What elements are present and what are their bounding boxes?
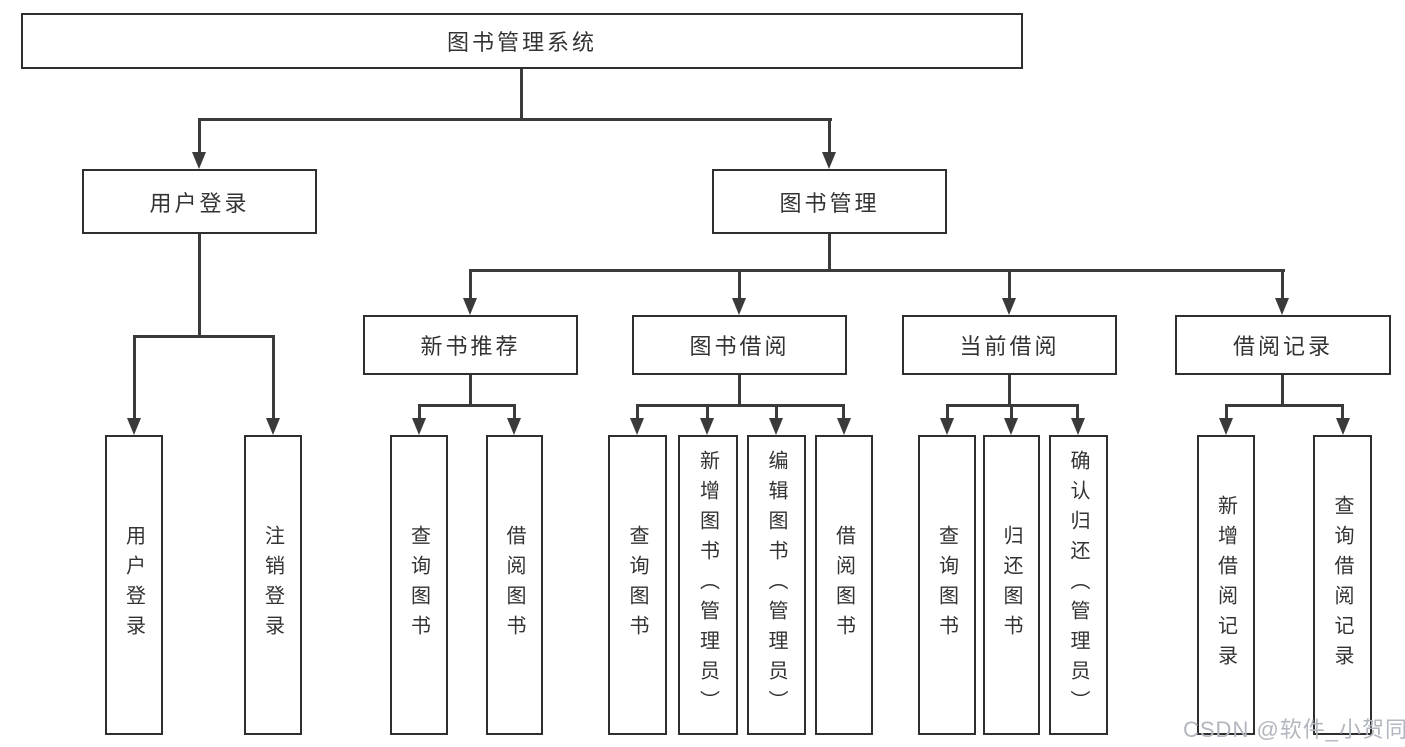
connector-line xyxy=(775,404,778,418)
node-label: 归还图书 xyxy=(1000,525,1022,645)
connector-line xyxy=(828,234,831,272)
connector-line xyxy=(513,404,516,418)
node-borrow-books-recommend: 借阅图书 xyxy=(486,435,543,735)
arrow-down-icon xyxy=(412,418,426,435)
connector-line xyxy=(828,118,831,152)
node-return-books: 归还图书 xyxy=(983,435,1040,735)
node-label: 借阅图书 xyxy=(832,525,855,645)
arrow-down-icon xyxy=(1071,418,1085,435)
node-label: 查询图书 xyxy=(935,525,958,645)
node-label: 用户登录 xyxy=(149,190,250,216)
connector-line xyxy=(738,269,741,299)
arrow-down-icon xyxy=(463,298,477,315)
node-label: 图书借阅 xyxy=(689,334,790,359)
arrow-down-icon xyxy=(266,418,280,435)
connector-line xyxy=(272,335,275,418)
connector-line xyxy=(1281,269,1284,299)
node-borrowing-records: 借阅记录 xyxy=(1175,315,1391,375)
node-query-books-recommend: 查询图书 xyxy=(390,435,448,735)
node-label: 图书管理系统 xyxy=(446,30,597,55)
connector-line xyxy=(198,234,201,336)
arrow-down-icon xyxy=(837,418,851,435)
arrow-down-icon xyxy=(1002,298,1016,315)
connector-line xyxy=(946,404,949,418)
arrow-down-icon xyxy=(732,298,746,315)
node-user-login: 用户登录 xyxy=(82,169,317,234)
node-new-book-recommendation: 新书推荐 xyxy=(363,315,578,375)
connector-line xyxy=(469,269,1285,272)
node-label: 新增图书（管理员） xyxy=(696,450,719,720)
connector-line xyxy=(418,404,421,418)
node-label: 新增借阅记录 xyxy=(1214,495,1237,675)
node-query-borrow-record: 查询借阅记录 xyxy=(1313,435,1372,735)
connector-line xyxy=(738,375,741,407)
connector-line xyxy=(1008,269,1011,299)
connector-line xyxy=(706,404,709,418)
connector-line xyxy=(1008,375,1011,407)
connector-line xyxy=(1010,404,1013,418)
arrow-down-icon xyxy=(507,418,521,435)
arrow-down-icon xyxy=(1275,298,1289,315)
arrow-down-icon xyxy=(1004,418,1018,435)
node-label: 查询图书 xyxy=(407,525,430,645)
connector-line xyxy=(1076,404,1079,418)
connector-line xyxy=(842,404,845,418)
connector-line xyxy=(133,335,136,418)
arrow-down-icon xyxy=(940,418,954,435)
arrow-down-icon xyxy=(769,418,783,435)
arrow-down-icon xyxy=(1336,418,1350,435)
arrow-down-icon xyxy=(822,152,836,169)
connector-line xyxy=(1225,404,1344,407)
connector-line xyxy=(469,375,472,407)
connector-line xyxy=(469,269,472,299)
node-label: 当前借阅 xyxy=(959,334,1060,359)
connector-line xyxy=(636,404,639,418)
node-book-borrowing: 图书借阅 xyxy=(632,315,847,375)
node-label: 编辑图书（管理员） xyxy=(765,450,787,720)
connector-line xyxy=(636,404,844,407)
arrow-down-icon xyxy=(700,418,714,435)
node-label: 新书推荐 xyxy=(420,334,521,359)
node-label: 查询借阅记录 xyxy=(1331,495,1353,675)
node-logout-action: 注销登录 xyxy=(244,435,302,735)
node-query-books-borrowing: 查询图书 xyxy=(608,435,667,735)
node-label: 查询图书 xyxy=(626,525,648,645)
connector-line xyxy=(520,69,523,121)
csdn-watermark: CSDN @软件_小贺同学 xyxy=(1183,717,1405,742)
arrow-down-icon xyxy=(630,418,644,435)
node-current-borrowing: 当前借阅 xyxy=(902,315,1117,375)
connector-line xyxy=(198,118,201,152)
node-label: 图书管理 xyxy=(779,190,880,216)
node-label: 借阅记录 xyxy=(1232,334,1333,359)
node-label: 借阅图书 xyxy=(503,525,525,645)
connector-line xyxy=(1341,404,1344,418)
connector-line xyxy=(1225,404,1228,418)
arrow-down-icon xyxy=(1219,418,1233,435)
node-book-management: 图书管理 xyxy=(712,169,947,234)
node-edit-books-admin: 编辑图书（管理员） xyxy=(747,435,806,735)
node-user-login-action: 用户登录 xyxy=(105,435,163,735)
arrow-down-icon xyxy=(127,418,141,435)
node-label: 注销登录 xyxy=(261,525,284,645)
arrow-down-icon xyxy=(192,152,206,169)
connector-line xyxy=(198,118,832,121)
connector-line xyxy=(418,404,516,407)
node-query-books-current: 查询图书 xyxy=(918,435,976,735)
node-label: 确认归还（管理员） xyxy=(1067,450,1089,720)
node-confirm-return-admin: 确认归还（管理员） xyxy=(1049,435,1108,735)
node-add-borrow-record: 新增借阅记录 xyxy=(1197,435,1255,735)
node-borrow-books-borrowing: 借阅图书 xyxy=(815,435,873,735)
node-library-system: 图书管理系统 xyxy=(21,13,1023,69)
node-label: 用户登录 xyxy=(122,525,145,645)
connector-line xyxy=(133,335,275,338)
node-add-books-admin: 新增图书（管理员） xyxy=(678,435,738,735)
connector-line xyxy=(1281,375,1284,407)
